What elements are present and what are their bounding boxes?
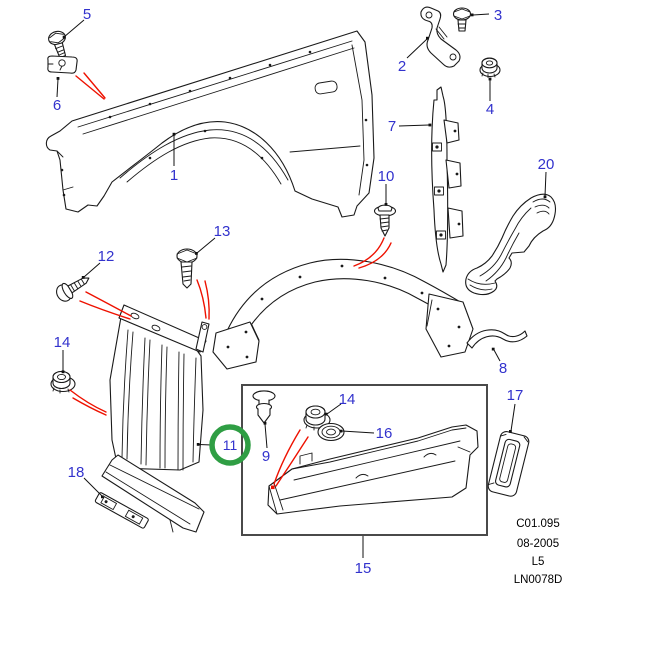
callout-3[interactable]: 3	[494, 7, 502, 24]
callout-10[interactable]: 10	[378, 168, 395, 185]
callout-labels: 5 6 1 2 3 4 7 10 20 13 12 14 8 11 9 14 1…	[53, 6, 555, 577]
callout-7[interactable]: 7	[388, 118, 396, 135]
lower-bracket-18	[94, 492, 149, 529]
self-tap-screw-10	[373, 204, 397, 237]
hex-screw-13	[176, 248, 198, 289]
mounting-bracket-7	[431, 86, 464, 273]
retainer-clip-6	[47, 55, 78, 74]
callout-9[interactable]: 9	[262, 448, 270, 465]
callout-4[interactable]: 4	[486, 101, 494, 118]
callout-6[interactable]: 6	[53, 97, 61, 114]
callout-14b[interactable]: 14	[339, 391, 356, 408]
callout-15[interactable]: 15	[355, 560, 372, 577]
red-leader-lines	[69, 72, 392, 490]
flanged-nut-14	[50, 370, 76, 394]
self-tap-screw-12	[56, 277, 90, 302]
hex-screw-3	[452, 7, 472, 32]
catalog-date: 08-2005	[517, 538, 559, 550]
callout-17[interactable]: 17	[507, 387, 524, 404]
sill-assembly-15	[267, 424, 479, 515]
air-duct-20	[465, 193, 557, 296]
grommet-17	[487, 431, 530, 497]
front-wing-panel	[45, 30, 375, 218]
leader-lines	[56, 13, 547, 558]
callout-16[interactable]: 16	[376, 425, 393, 442]
callout-2[interactable]: 2	[398, 58, 406, 75]
support-bracket-2	[420, 6, 461, 68]
flanged-nut-14b	[303, 405, 331, 431]
callout-12[interactable]: 12	[98, 248, 115, 265]
callout-20[interactable]: 20	[538, 156, 555, 173]
flanged-nut-4	[479, 57, 501, 78]
drawing-number: LN0078D	[514, 574, 563, 586]
push-pin-9	[252, 390, 276, 424]
callout-13[interactable]: 13	[214, 223, 231, 240]
wheel-arch-liner-8	[212, 258, 528, 370]
callout-5[interactable]: 5	[83, 6, 91, 23]
highlight-circle	[209, 424, 251, 466]
drawing-info: C01.095 08-2005 L5 LN0078D	[514, 518, 563, 586]
catalog-code: C01.095	[516, 518, 559, 530]
callout-1[interactable]: 1	[170, 167, 178, 184]
liner-edge-seal	[466, 329, 528, 349]
splash-shield-11	[101, 304, 210, 533]
catalog-page: L5	[532, 556, 545, 568]
callout-8[interactable]: 8	[499, 360, 507, 377]
callout-18[interactable]: 18	[68, 464, 85, 481]
callout-14[interactable]: 14	[54, 334, 71, 351]
callout-11[interactable]: 11	[223, 437, 238, 453]
